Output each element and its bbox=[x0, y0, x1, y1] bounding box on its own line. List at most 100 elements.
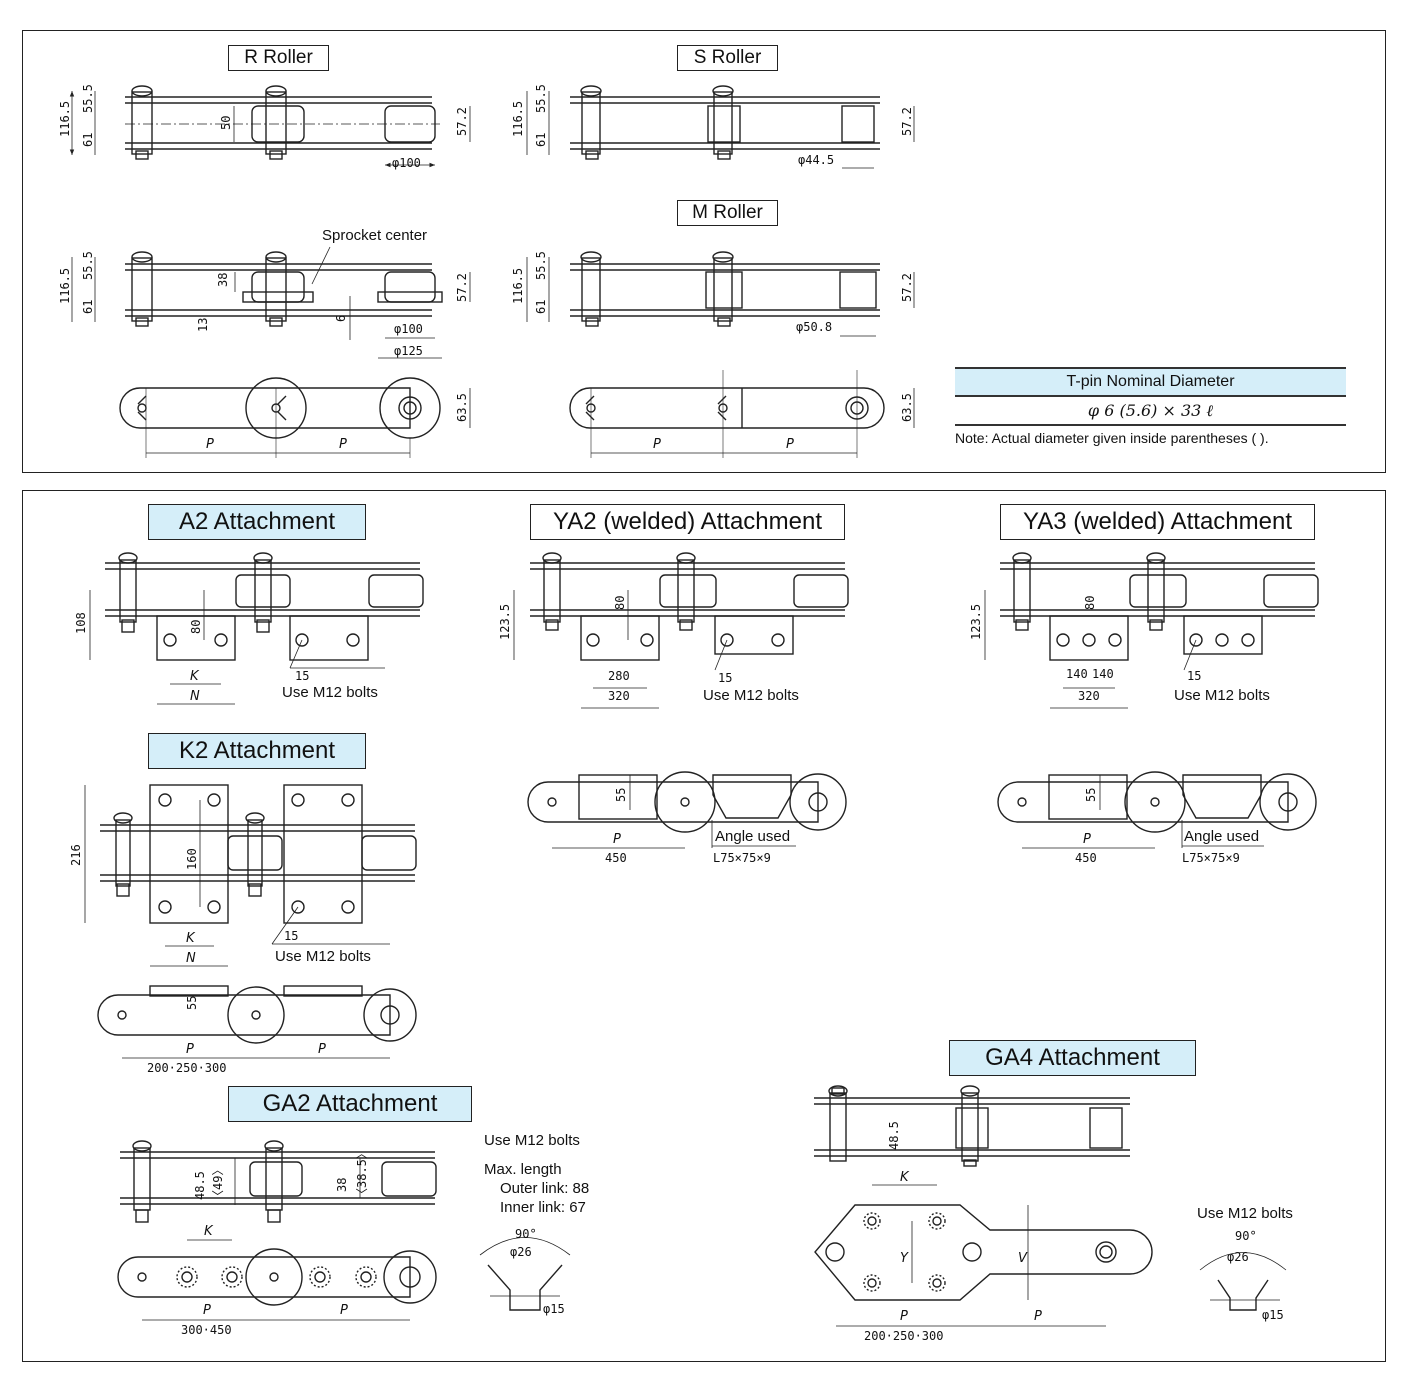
dim-280: 280 bbox=[608, 669, 630, 683]
dim-80: 80 bbox=[613, 596, 627, 610]
dim-p: P bbox=[1083, 832, 1091, 847]
dim-450: 450 bbox=[605, 851, 627, 865]
ga2-title: GA2 Attachment bbox=[228, 1086, 472, 1122]
ga2-outer-link: Outer link: 88 bbox=[500, 1180, 590, 1197]
dim-phi44-5: φ44.5 bbox=[798, 153, 834, 167]
dim-p: P bbox=[786, 437, 794, 452]
dim-phi15: φ15 bbox=[543, 1302, 565, 1316]
ya2-bolts-label: Use M12 bolts bbox=[703, 687, 799, 704]
m-roller-title: M Roller bbox=[677, 200, 778, 226]
ga2-bolts-label: Use M12 bolts bbox=[484, 1132, 580, 1149]
k2-bolts-label: Use M12 bolts bbox=[275, 948, 371, 965]
dim-63-5: 63.5 bbox=[900, 393, 914, 422]
dim-80: 80 bbox=[1083, 596, 1097, 610]
dim-61: 61 bbox=[534, 300, 548, 314]
dim-57-2: 57.2 bbox=[900, 273, 914, 302]
r-roller-drawing bbox=[69, 85, 471, 168]
m-roller-plan-view bbox=[569, 370, 915, 458]
dim-116-5: 116.5 bbox=[511, 101, 525, 137]
dim-116-5: 116.5 bbox=[511, 268, 525, 304]
dim-55: 55 bbox=[185, 996, 199, 1010]
dim-61: 61 bbox=[81, 300, 95, 314]
angle-size: L75×75×9 bbox=[1182, 851, 1240, 865]
dim-phi15: φ15 bbox=[1262, 1308, 1284, 1322]
dim-140: 140 bbox=[1066, 667, 1088, 681]
ga2-max-length: Max. length bbox=[484, 1161, 562, 1178]
dim-48-5: 48.5 bbox=[887, 1121, 901, 1150]
dim-63-5: 63.5 bbox=[455, 393, 469, 422]
dim-phi100: φ100 bbox=[392, 156, 421, 170]
ga2-inner-link: Inner link: 67 bbox=[500, 1199, 586, 1216]
dim-phi26: φ26 bbox=[1227, 1250, 1249, 1264]
ya2-attachment-drawing bbox=[513, 552, 849, 849]
a2-title: A2 Attachment bbox=[148, 504, 366, 540]
dim-p: P bbox=[1034, 1309, 1042, 1324]
dim-phi125: φ125 bbox=[394, 344, 423, 358]
tpin-value: φ 6 (5.6) × 33 ℓ bbox=[955, 397, 1346, 426]
dim-61: 61 bbox=[81, 133, 95, 147]
dim-p: P bbox=[206, 437, 214, 452]
tpin-header: T-pin Nominal Diameter bbox=[955, 367, 1346, 397]
dim-15: 15 bbox=[718, 671, 732, 685]
dim-15: 15 bbox=[284, 929, 298, 943]
dim-57-2: 57.2 bbox=[455, 107, 469, 136]
dim-v: V bbox=[1018, 1251, 1028, 1266]
s-roller-title: S Roller bbox=[677, 45, 778, 71]
a2-attachment-drawing bbox=[89, 552, 424, 705]
dim-p: P bbox=[653, 437, 661, 452]
dim-k: K bbox=[204, 1224, 214, 1239]
dim-pitch: 200·250·300 bbox=[864, 1329, 943, 1343]
dim-phi26: φ26 bbox=[510, 1245, 532, 1259]
k2-title: K2 Attachment bbox=[148, 733, 366, 769]
dim-216: 216 bbox=[69, 844, 83, 866]
ga4-bolts-label: Use M12 bolts bbox=[1197, 1205, 1293, 1222]
dim-57-2: 57.2 bbox=[900, 107, 914, 136]
dim-p: P bbox=[340, 1303, 348, 1318]
dim-p: P bbox=[900, 1309, 908, 1324]
dim-160: 160 bbox=[185, 848, 199, 870]
dim-55-5: 55.5 bbox=[81, 84, 95, 113]
tpin-table: T-pin Nominal Diameter φ 6 (5.6) × 33 ℓ bbox=[955, 367, 1346, 426]
dim-55: 55 bbox=[614, 788, 628, 802]
dim-n: N bbox=[186, 951, 196, 966]
dim-15: 15 bbox=[1187, 669, 1201, 683]
dim-y: Y bbox=[900, 1251, 909, 1266]
dim-140: 140 bbox=[1092, 667, 1114, 681]
dim-phi100: φ100 bbox=[394, 322, 423, 336]
dim-k: K bbox=[186, 931, 196, 946]
ya3-attachment-drawing bbox=[984, 552, 1319, 849]
dim-n: N bbox=[190, 689, 200, 704]
dim-p: P bbox=[613, 832, 621, 847]
r-roller-title: R Roller bbox=[228, 45, 329, 71]
dim-116-5: 116.5 bbox=[58, 268, 72, 304]
a2-bolts-label: Use M12 bolts bbox=[282, 684, 378, 701]
ga4-attachment-drawing bbox=[814, 1085, 1287, 1327]
tpin-note: Note: Actual diameter given inside paren… bbox=[955, 430, 1269, 446]
dim-phi50-8: φ50.8 bbox=[796, 320, 832, 334]
dim-123-5: 123.5 bbox=[969, 604, 983, 640]
dim-123-5: 123.5 bbox=[498, 604, 512, 640]
dim-55-5: 55.5 bbox=[534, 84, 548, 113]
dim-55-5: 55.5 bbox=[534, 251, 548, 280]
dim-55-5: 55.5 bbox=[81, 251, 95, 280]
dim-90deg: 90° bbox=[1235, 1229, 1257, 1243]
dim-50: 50 bbox=[219, 116, 233, 130]
dim-13: 13 bbox=[196, 318, 210, 332]
dim-61: 61 bbox=[534, 133, 548, 147]
dim-38: 38 bbox=[335, 1178, 349, 1192]
ya2-title: YA2 (welded) Attachment bbox=[530, 504, 845, 540]
dim-48-5: 48.5 bbox=[193, 1171, 207, 1200]
dim-k: K bbox=[900, 1170, 910, 1185]
dim-90deg: 90° bbox=[515, 1227, 537, 1241]
dim-57-2: 57.2 bbox=[455, 273, 469, 302]
dim-38-5: 〈38.5〉 bbox=[355, 1147, 369, 1200]
dim-450: 450 bbox=[1075, 851, 1097, 865]
attachments-panel bbox=[22, 490, 1386, 1362]
dim-116-5: 116.5 bbox=[58, 101, 72, 137]
s-roller-drawing bbox=[526, 85, 915, 169]
dim-320: 320 bbox=[608, 689, 630, 703]
dim-p: P bbox=[339, 437, 347, 452]
dim-pitch: 300·450 bbox=[181, 1323, 232, 1337]
dim-k: K bbox=[190, 669, 200, 684]
